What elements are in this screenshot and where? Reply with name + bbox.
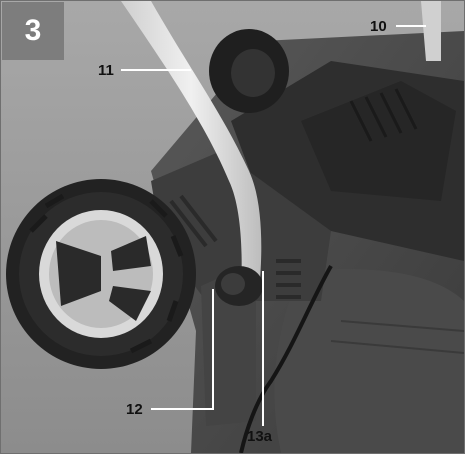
callout-10: 10 (370, 18, 387, 35)
power-cable (239, 265, 333, 453)
handle-bar (121, 1, 262, 291)
callout-12: 12 (126, 401, 143, 418)
step-number-badge: 3 (2, 2, 64, 60)
callout-11: 11 (98, 62, 114, 79)
callout-13a: 13a (247, 428, 273, 445)
